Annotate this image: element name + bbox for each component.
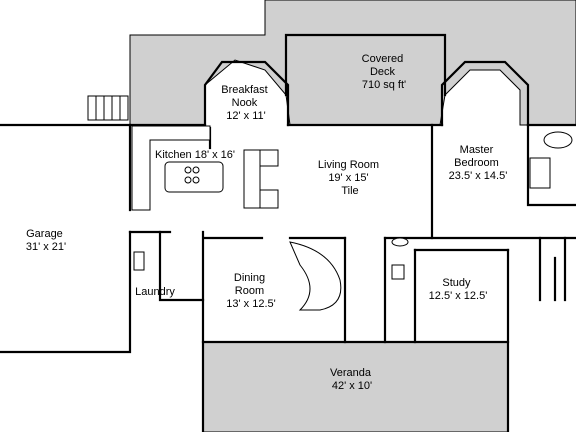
label-dining-room: Dining Room 13' x 12.5' xyxy=(226,272,275,310)
label-breakfast-nook: Breakfast Nook 12' x 11' xyxy=(221,84,271,122)
label-covered-deck: Covered Deck 710 sq ft' xyxy=(362,53,407,91)
sofa xyxy=(259,149,279,167)
spiral-staircase xyxy=(289,241,342,311)
label-study: Study 12.5' x 12.5' xyxy=(429,277,488,302)
label-veranda: Veranda 42' x 10' xyxy=(330,367,374,392)
kitchen-island xyxy=(164,161,224,193)
sofa xyxy=(259,189,279,209)
toilet xyxy=(391,264,405,280)
label-garage: Garage 31' x 21' xyxy=(26,228,66,253)
bathtub xyxy=(543,131,573,149)
sink xyxy=(391,237,409,247)
fixtures xyxy=(131,125,573,311)
walls xyxy=(0,33,576,432)
sofa xyxy=(243,149,261,209)
room-labels: Covered Deck 710 sq ft' Breakfast Nook 1… xyxy=(26,53,507,392)
label-laundry: Laundry xyxy=(135,286,175,298)
exterior-areas xyxy=(129,0,576,432)
label-master-bedroom: Master Bedroom 23.5' x 14.5' xyxy=(449,144,508,182)
label-kitchen: Kitchen 18' x 16' xyxy=(155,149,235,161)
label-living-room: Living Room 19' x 15' Tile xyxy=(318,159,382,197)
